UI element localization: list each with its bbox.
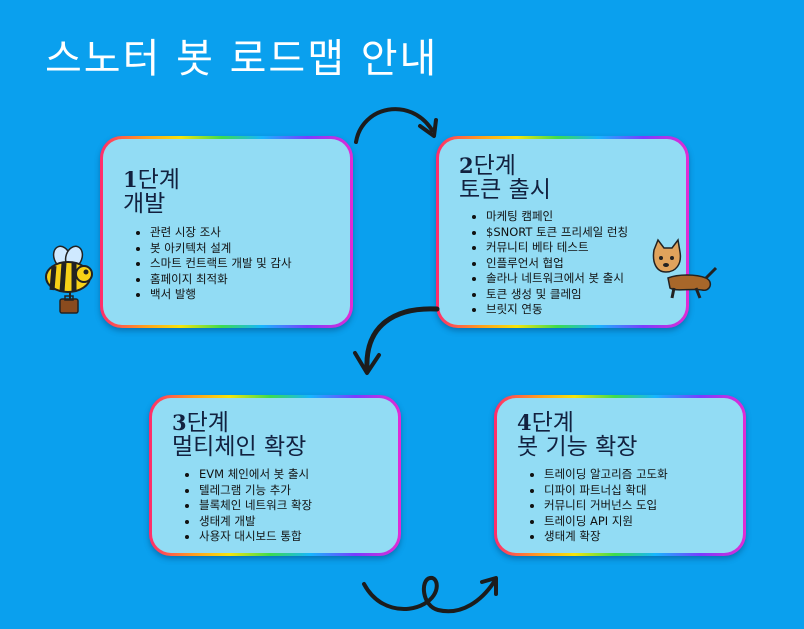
stage-3-card: 3단계 멀티체인 확장 EVM 체인에서 봇 출시 텔레그램 기능 추가 블록체… — [149, 395, 401, 556]
list-item: 봇 아키텍처 설계 — [150, 241, 292, 257]
dog-mascot-icon — [652, 238, 718, 299]
list-item: 텔레그램 기능 추가 — [199, 483, 312, 499]
list-item: EVM 체인에서 봇 출시 — [199, 467, 312, 483]
list-item: 블록체인 네트워크 확장 — [199, 498, 312, 514]
list-item: 사용자 대시보드 통합 — [199, 529, 312, 545]
stage-number: 2 — [459, 153, 474, 178]
bee-mascot-icon — [45, 245, 93, 314]
stage-number: 3 — [172, 410, 187, 435]
stage-label: 단계 — [531, 410, 574, 436]
list-item: 커뮤니티 베타 테스트 — [486, 240, 628, 256]
list-item: 토큰 생성 및 클레임 — [486, 287, 628, 303]
list-item: 트레이딩 API 지원 — [544, 514, 668, 530]
stage-name: 멀티체인 확장 — [172, 434, 307, 460]
stage-3-list: EVM 체인에서 봇 출시 텔레그램 기능 추가 블록체인 네트워크 확장 생태… — [179, 467, 312, 545]
stage-4-heading: 4단계 봇 기능 확장 — [517, 410, 638, 460]
list-item: 디파이 파트너십 확대 — [544, 483, 668, 499]
stage-2-heading: 2단계 토큰 출시 — [459, 153, 551, 203]
list-item: 백서 발행 — [150, 287, 292, 303]
list-item: 트레이딩 알고리즘 고도화 — [544, 467, 668, 483]
stage-1-list: 관련 시장 조사 봇 아키텍처 설계 스마트 컨트랙트 개발 및 감사 홈페이지… — [130, 225, 292, 303]
stage-2-card: 2단계 토큰 출시 마케팅 캠페인 $SNORT 토큰 프리세일 런칭 커뮤니티… — [436, 136, 689, 328]
page-title: 스노터 봇 로드맵 안내 — [45, 36, 439, 82]
stage-4-card: 4단계 봇 기능 확장 트레이딩 알고리즘 고도화 디파이 파트너십 확대 커뮤… — [494, 395, 746, 556]
list-item: 관련 시장 조사 — [150, 225, 292, 241]
stage-1-card: 1단계 개발 관련 시장 조사 봇 아키텍처 설계 스마트 컨트랙트 개발 및 … — [100, 136, 353, 328]
list-item: 생태계 확장 — [544, 529, 668, 545]
list-item: $SNORT 토큰 프리세일 런칭 — [486, 225, 628, 241]
list-item: 인플루언서 협업 — [486, 256, 628, 272]
stage-label: 단계 — [473, 153, 516, 179]
list-item: 홈페이지 최적화 — [150, 272, 292, 288]
stage-number: 4 — [517, 410, 532, 435]
stage-label: 단계 — [137, 167, 180, 193]
list-item: 커뮤니티 거버넌스 도입 — [544, 498, 668, 514]
stage-2-list: 마케팅 캠페인 $SNORT 토큰 프리세일 런칭 커뮤니티 베타 테스트 인플… — [466, 209, 628, 318]
loop-arrow-icon — [362, 575, 498, 614]
curved-arrow-icon — [354, 107, 438, 144]
stage-name: 토큰 출시 — [459, 177, 551, 203]
stage-4-list: 트레이딩 알고리즘 고도화 디파이 파트너십 확대 커뮤니티 거버넌스 도입 트… — [524, 467, 668, 545]
stage-label: 단계 — [186, 410, 229, 436]
list-item: 마케팅 캠페인 — [486, 209, 628, 225]
stage-name: 봇 기능 확장 — [517, 434, 638, 460]
list-item: 스마트 컨트랙트 개발 및 감사 — [150, 256, 292, 272]
stage-number: 1 — [123, 167, 138, 192]
stage-3-heading: 3단계 멀티체인 확장 — [172, 410, 307, 460]
curved-arrow-icon — [353, 306, 440, 375]
list-item: 솔라나 네트워크에서 봇 출시 — [486, 271, 628, 287]
list-item: 브릿지 연동 — [486, 302, 628, 318]
list-item: 생태계 개발 — [199, 514, 312, 530]
stage-name: 개발 — [123, 191, 166, 217]
stage-1-heading: 1단계 개발 — [123, 167, 180, 217]
